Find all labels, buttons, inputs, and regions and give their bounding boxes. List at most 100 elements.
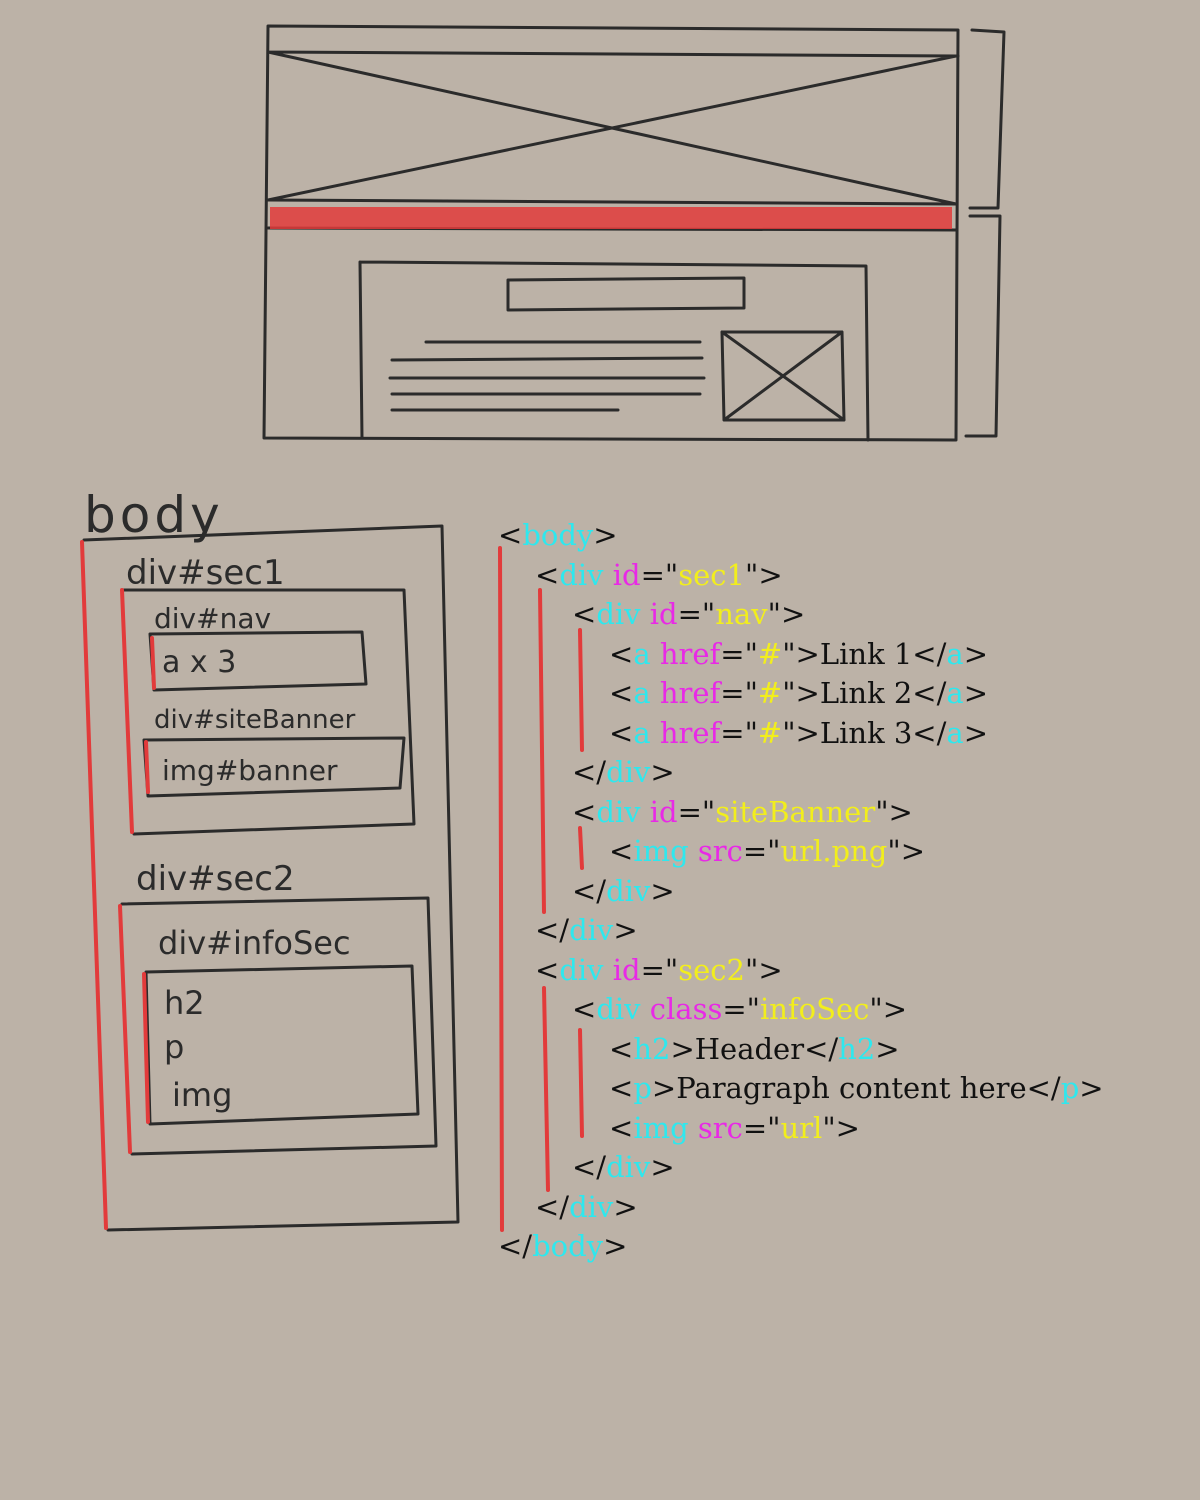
code-token: sec2	[678, 952, 745, 987]
banner-placeholder	[266, 50, 960, 206]
code-token: </	[535, 1189, 570, 1224]
code-token: <	[609, 636, 634, 671]
code-token: url.png	[780, 834, 888, 868]
code-token: ">	[745, 952, 783, 987]
code-token: ="	[720, 636, 758, 671]
code-token: </	[498, 1229, 533, 1263]
code-token	[651, 716, 660, 750]
code-token: url	[780, 1110, 823, 1145]
code-token: a	[946, 676, 964, 710]
code-token: <	[572, 597, 597, 631]
code-token: a	[946, 715, 964, 750]
code-token	[651, 637, 660, 671]
nav-red-line	[150, 636, 156, 690]
code-token: div	[569, 913, 614, 947]
code-token: <	[609, 834, 634, 868]
code-token	[689, 1111, 698, 1145]
code-token: href	[659, 636, 721, 671]
tree-label-infosec: div#infoSec	[158, 924, 351, 962]
code-token: p	[1060, 1071, 1080, 1105]
tree-label-body: body	[84, 486, 224, 544]
code-token	[604, 953, 613, 987]
code-token: src	[697, 834, 743, 868]
code-token	[641, 992, 650, 1026]
code-line: </div>	[498, 1148, 1104, 1188]
code-token: ="	[720, 715, 758, 750]
tree-label-nav: div#nav	[154, 602, 271, 635]
code-token	[641, 597, 650, 631]
infosec-red-line	[142, 972, 150, 1124]
code-token: siteBanner	[715, 794, 876, 829]
code-line: <body>	[498, 516, 1104, 556]
code-line: </div>	[498, 1188, 1104, 1228]
page-frame	[262, 24, 960, 442]
code-token: nav	[715, 597, 768, 631]
code-token: div	[569, 1189, 614, 1224]
banner-red-line	[144, 740, 150, 794]
code-line: </div>	[498, 911, 1104, 951]
code-token: div	[596, 794, 641, 829]
code-token: ="	[720, 676, 758, 710]
code-line: <div id="sec1">	[498, 556, 1104, 596]
code-token: <	[535, 952, 560, 987]
code-line: <div id="nav">	[498, 595, 1104, 635]
code-token: class	[649, 992, 723, 1026]
sec1-red-line	[120, 588, 134, 834]
code-token: >	[650, 755, 675, 789]
code-token: div	[596, 597, 641, 631]
code-token: div	[606, 755, 651, 789]
code-token: >	[963, 715, 988, 750]
code-token: img	[633, 834, 689, 868]
code-token	[689, 834, 698, 868]
code-line: <div id="siteBanner">	[498, 793, 1104, 833]
code-token: ="	[640, 557, 679, 592]
code-token: ="	[640, 952, 679, 987]
code-token: ="	[742, 834, 781, 868]
sec1-box	[122, 588, 416, 836]
code-token: >	[593, 518, 618, 552]
code-line: <img src="url">	[498, 1109, 1104, 1149]
code-token: src	[697, 1110, 743, 1145]
tree-label-p: p	[164, 1028, 184, 1066]
code-token: >Paragraph content here</	[651, 1071, 1061, 1105]
code-line: </div>	[498, 753, 1104, 793]
heading-placeholder	[506, 276, 746, 312]
tree-label-links: a x 3	[162, 645, 236, 680]
code-token: <	[609, 1071, 634, 1105]
tree-label-banner-img: img#banner	[162, 754, 338, 787]
code-token: ="	[742, 1110, 781, 1145]
tree-label-h2: h2	[164, 984, 205, 1022]
code-token: <	[498, 518, 523, 552]
code-line: <div id="sec2">	[498, 951, 1104, 991]
side-bracket	[964, 28, 1006, 438]
code-token: h2	[838, 1031, 876, 1066]
code-token: h2	[633, 1031, 671, 1066]
content-card	[358, 260, 870, 442]
code-line: <p>Paragraph content here</p>	[498, 1069, 1104, 1109]
code-token: </	[535, 913, 570, 947]
code-token: a	[633, 715, 651, 750]
code-token: ="	[677, 794, 716, 829]
code-token	[604, 558, 613, 592]
code-token: id	[649, 794, 678, 829]
sec2-box	[120, 896, 438, 1156]
code-line: <h2>Header</h2>	[498, 1030, 1104, 1070]
code-token: id	[612, 952, 641, 987]
code-token: a	[946, 636, 964, 671]
code-token: a	[633, 636, 651, 671]
code-token: </	[572, 1150, 607, 1184]
code-token: <	[535, 557, 560, 592]
sec2-red-line	[118, 904, 132, 1154]
body-red-line	[80, 540, 108, 1230]
code-line: <a href="#">Link 1</a>	[498, 635, 1104, 675]
code-token: ">	[745, 557, 783, 592]
code-token: <	[609, 715, 634, 750]
code-token: div	[596, 992, 641, 1026]
code-token: </	[572, 873, 607, 908]
code-token: <	[609, 676, 634, 710]
code-line: <a href="#">Link 3</a>	[498, 714, 1104, 754]
code-token: ">Link 1</	[782, 636, 947, 671]
tree-label-site-banner: div#siteBanner	[154, 705, 356, 735]
code-token: >	[650, 873, 675, 908]
code-token: ">	[869, 992, 908, 1026]
